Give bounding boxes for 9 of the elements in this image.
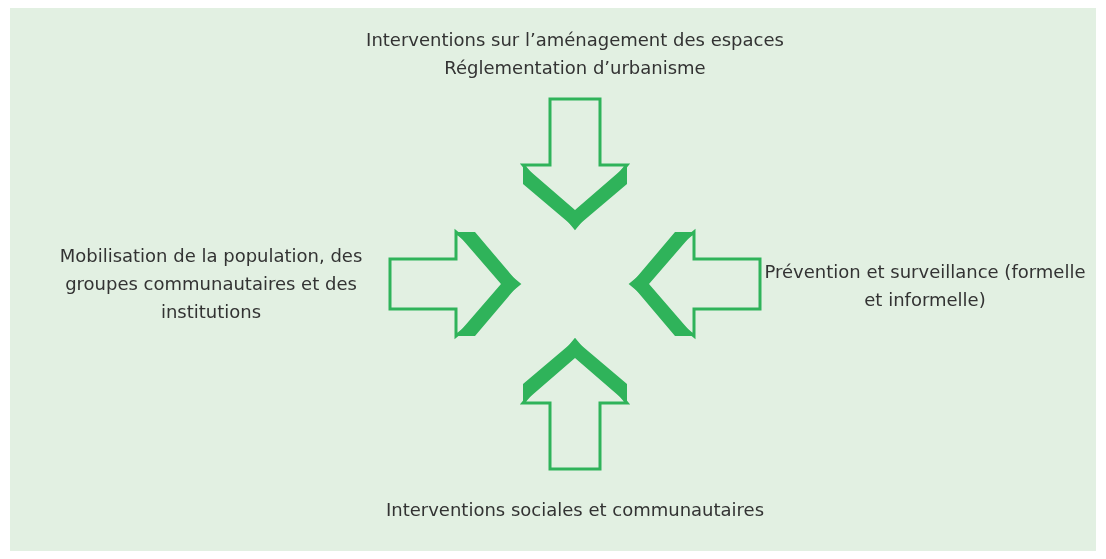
block-arrow (628, 228, 762, 340)
node-text: Prévention et surveillance (formelle et informelle) (764, 260, 1086, 312)
node-text: Interventions sur l’aménagement des espaces (366, 28, 784, 52)
node-text: Réglementation d’urbanisme (444, 56, 706, 80)
block-arrow (519, 337, 631, 471)
block-arrow (519, 97, 631, 231)
node-text: Interventions sociales et communautaires (385, 498, 765, 522)
node-text: Mobilisation de la population, des groupes communautaires et des institutions (58, 244, 364, 324)
block-arrow (388, 228, 522, 340)
